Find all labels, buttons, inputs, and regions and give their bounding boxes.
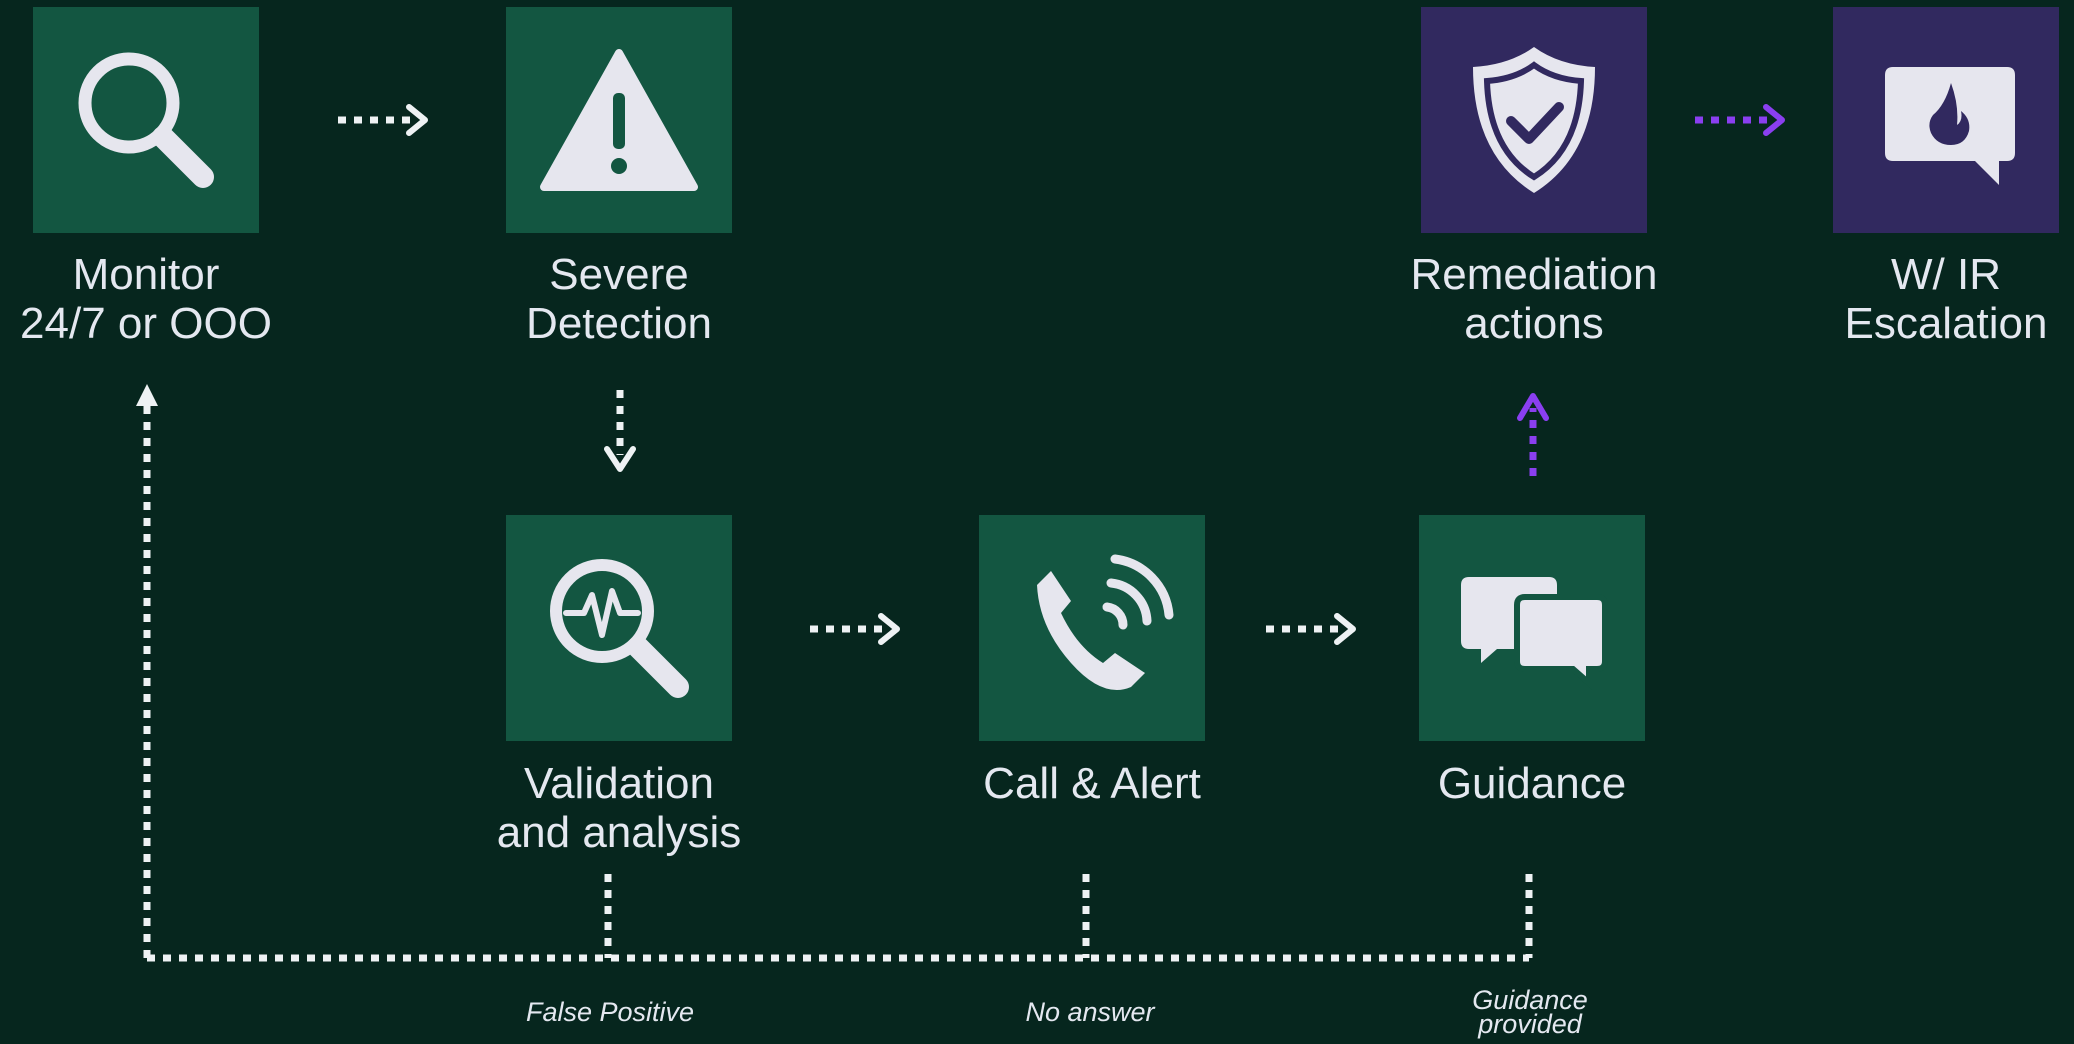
severe-label-line1: Severe <box>549 250 689 299</box>
monitor-tile <box>33 7 259 233</box>
arrowhead-validation-call <box>878 613 900 645</box>
pulse-search-icon <box>550 559 689 698</box>
shield-check-icon <box>1473 47 1595 193</box>
guidance-provided-line1: Guidance <box>1472 985 1588 1015</box>
guidance-provided-line2: provided <box>1478 1009 1582 1039</box>
validation-tile <box>506 515 732 741</box>
false-positive-note: False Positive <box>525 997 695 1027</box>
guidance-tile <box>1419 515 1645 741</box>
call-alert-label: Call & Alert <box>983 759 1201 808</box>
remediation-label-line1: Remediation <box>1410 250 1658 299</box>
chat-bubbles-icon <box>1461 577 1608 690</box>
call-alert-tile <box>979 515 1205 741</box>
escalation-label-line2: Escalation <box>1844 299 2048 348</box>
severe-detection-label: Severe Detection <box>526 250 712 348</box>
validation-label-line1: Validation <box>523 759 714 808</box>
escalation-tile <box>1833 7 2059 233</box>
guidance-label: Guidance <box>1438 759 1626 808</box>
validation-label-line2: and analysis <box>496 808 742 857</box>
guidance-label-line1: Guidance <box>1437 759 1627 808</box>
remediation-label: Remediation actions <box>1410 250 1657 348</box>
remediation-label-line2: actions <box>1464 299 1604 348</box>
fire-message-icon <box>1885 67 2015 185</box>
arrowhead-call-guidance <box>1334 613 1356 645</box>
arrowhead-severe-validation <box>604 446 636 472</box>
no-answer-note: No answer <box>1025 997 1155 1027</box>
arrowhead-feedback-monitor <box>136 384 158 406</box>
severe-detection-tile <box>506 7 732 233</box>
monitor-label-line1: Monitor <box>72 250 220 299</box>
arrowhead-remediation-escalation <box>1763 104 1785 136</box>
monitor-label-line2: 24/7 or OOO <box>20 299 272 348</box>
validation-label: Validation and analysis <box>497 759 742 857</box>
monitor-label: Monitor 24/7 or OOO <box>20 250 272 348</box>
escalation-label-line1: W/ IR <box>1891 250 2001 299</box>
severe-label-line2: Detection <box>526 299 712 348</box>
call-label-line1: Call & Alert <box>983 759 1201 808</box>
phone-ringing-icon <box>1037 554 1174 690</box>
search-icon <box>78 52 214 188</box>
arrowhead-guidance-remediation <box>1517 393 1549 421</box>
guidance-provided-note: Guidance provided <box>1472 985 1588 1039</box>
escalation-label: W/ IR Escalation <box>1844 250 2047 348</box>
arrowhead-monitor-severe <box>406 104 428 136</box>
warning-icon <box>540 49 698 191</box>
remediation-tile <box>1421 7 1647 233</box>
